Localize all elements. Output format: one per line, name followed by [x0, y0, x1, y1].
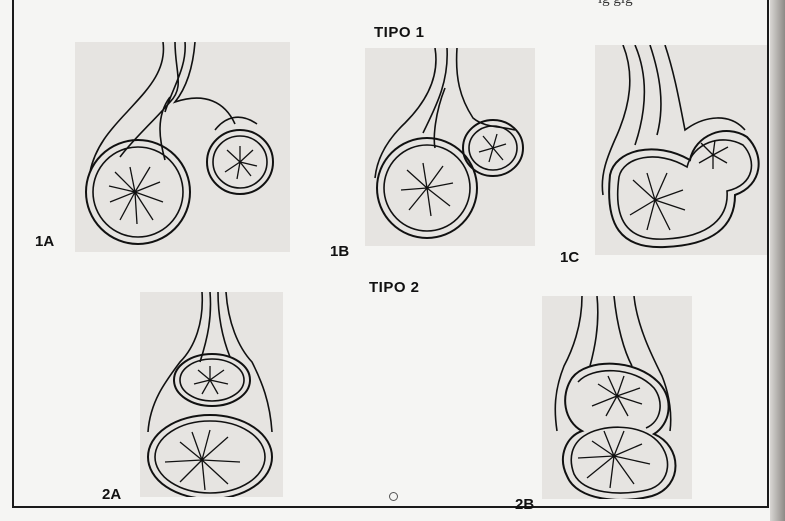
label-2a: 2A: [102, 486, 121, 503]
label-1a: 1A: [35, 233, 54, 250]
panel-1b: [365, 48, 535, 246]
panel-1b-drawing: [365, 48, 535, 246]
label-1b: 1B: [330, 243, 349, 260]
heading-tipo-1: TIPO 1: [374, 24, 425, 41]
label-2b: 2B: [515, 496, 534, 513]
page-edge-shadow: [770, 0, 785, 521]
panel-2b: [542, 296, 692, 499]
panel-1a-drawing: [75, 42, 290, 252]
panel-1c-drawing: [595, 45, 767, 255]
panel-1c: [595, 45, 767, 255]
panel-1a: [75, 42, 290, 252]
circle-mark: [389, 492, 398, 501]
panel-2a: [140, 292, 283, 497]
panel-2b-drawing: [542, 296, 692, 499]
label-1c: 1C: [560, 249, 579, 266]
panel-2a-drawing: [140, 292, 283, 497]
heading-tipo-2: TIPO 2: [369, 279, 420, 296]
